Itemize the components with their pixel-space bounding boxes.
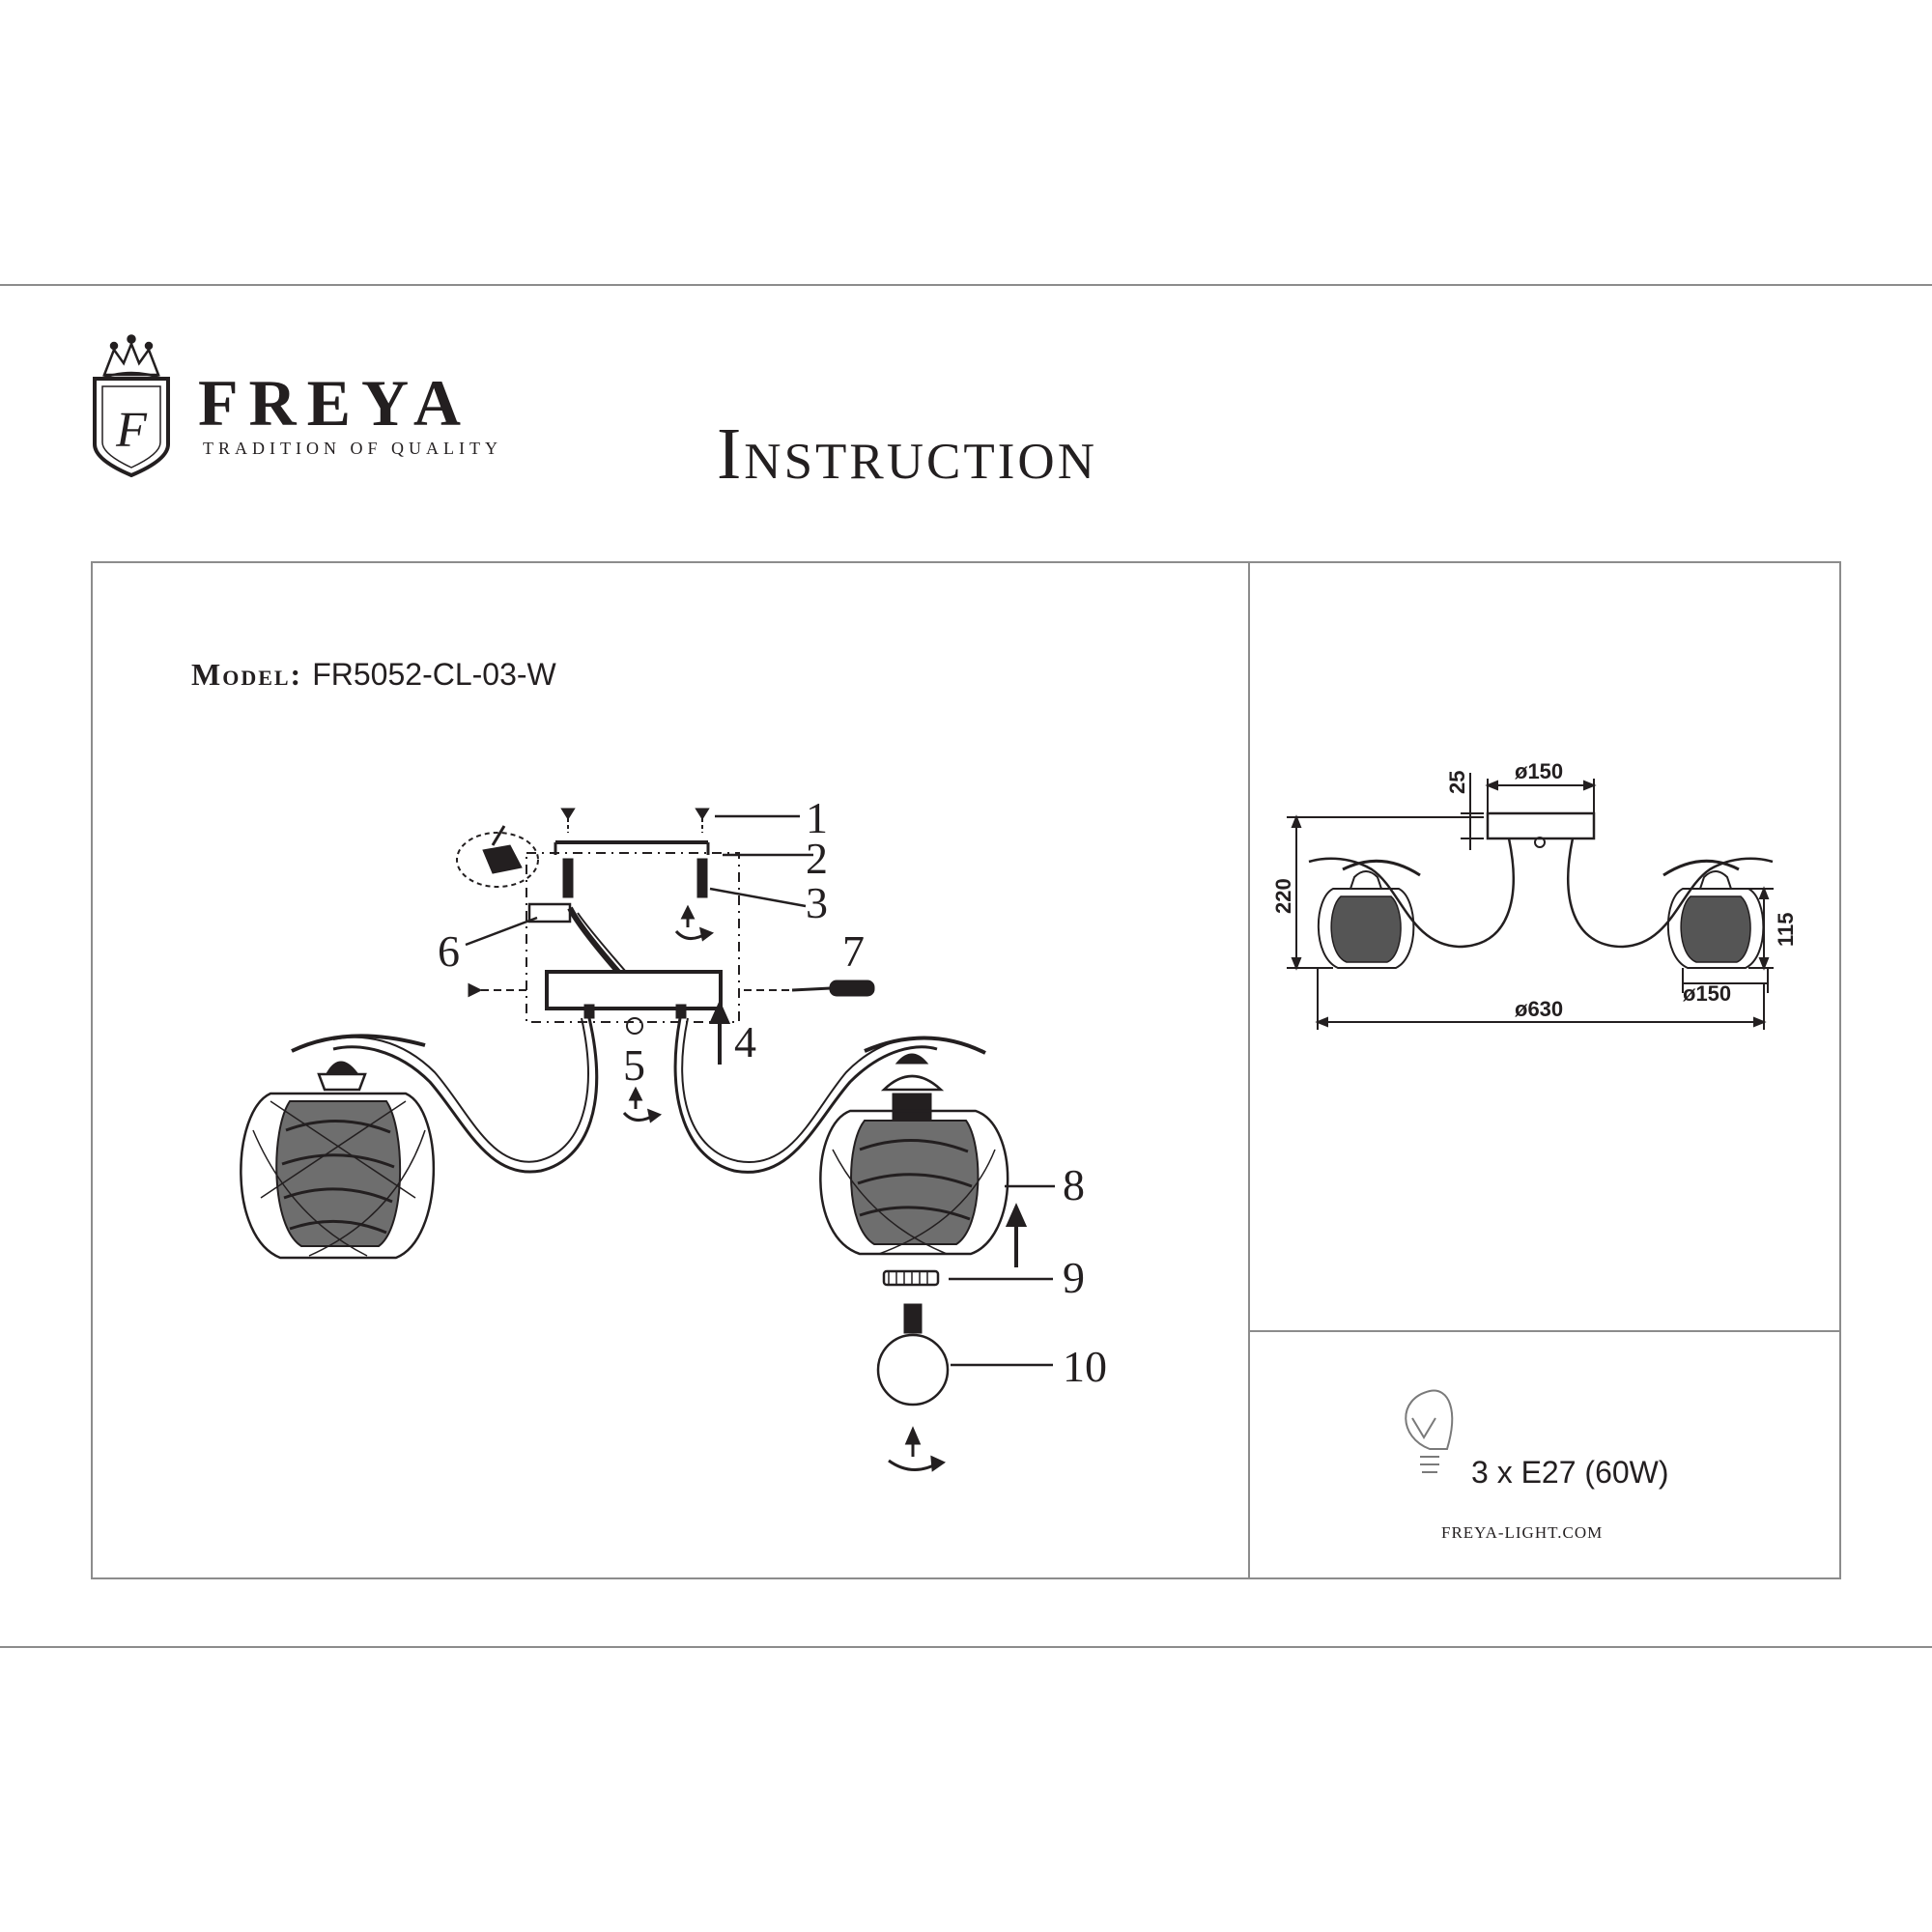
callout-6: 6 <box>438 926 460 976</box>
dim-total-height: 220 <box>1271 878 1295 914</box>
dim-right-shade <box>1666 870 1765 969</box>
dim-shade-height: 115 <box>1774 913 1798 948</box>
left-arm <box>332 1017 599 1174</box>
side-screw <box>468 982 526 998</box>
screw-right <box>695 808 710 898</box>
shield-icon <box>93 377 170 478</box>
screw-left <box>560 808 576 898</box>
left-lamp <box>240 1034 435 1260</box>
terminal-block <box>456 825 627 974</box>
lamp-ring <box>882 1269 940 1287</box>
dim-left-shade <box>1317 870 1415 969</box>
logo-monogram: F <box>115 403 148 458</box>
document-title: Instruction <box>717 413 1097 495</box>
callout-4: 4 <box>734 1017 756 1066</box>
callout-leaders <box>465 814 1055 1367</box>
ceiling-canopy <box>545 970 723 1010</box>
model-line: Model: FR5052-CL-03-W <box>191 659 556 690</box>
website-link[interactable]: FREYA-LIGHT.COM <box>1441 1523 1604 1542</box>
content-frame <box>91 561 1841 1579</box>
callout-10: 10 <box>1063 1342 1107 1391</box>
callout-7: 7 <box>842 926 865 976</box>
guide-box <box>526 852 740 1023</box>
callout-5: 5 <box>623 1040 645 1090</box>
right-lamp <box>819 1036 1009 1256</box>
up-arrow-icon <box>708 1000 1028 1267</box>
callout-1: 1 <box>806 793 828 842</box>
screwdriver-icon <box>744 980 875 997</box>
model-number: FR5052-CL-03-W <box>312 657 556 692</box>
brand-tagline: TRADITION OF QUALITY <box>203 439 502 458</box>
light-bulb <box>876 1303 950 1406</box>
rotate-arrow-icon <box>622 904 947 1472</box>
dim-shade-diameter: ø150 <box>1683 981 1731 1006</box>
brand-name: FREYA <box>198 366 471 440</box>
dim-canopy-height: 25 <box>1445 771 1469 794</box>
lamp-spec: 3 x E27 (60W) <box>1471 1455 1669 1490</box>
horizontal-divider <box>1248 1330 1841 1332</box>
instruction-sheet <box>0 284 1932 1648</box>
dim-canopy-diameter: ø150 <box>1515 759 1563 783</box>
callout-9: 9 <box>1063 1253 1085 1302</box>
dim-total-diameter: ø630 <box>1515 997 1563 1021</box>
callout-3: 3 <box>806 878 828 927</box>
callout-8: 8 <box>1063 1160 1085 1209</box>
callout-2: 2 <box>806 834 828 883</box>
model-label: Model: <box>191 657 303 692</box>
vertical-divider <box>1248 561 1250 1579</box>
